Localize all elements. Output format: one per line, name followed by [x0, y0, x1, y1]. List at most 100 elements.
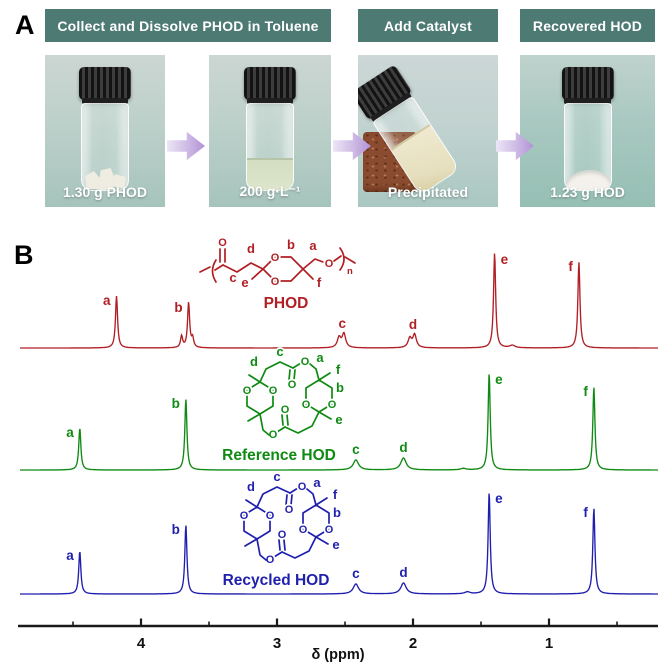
peak-label-d: d	[399, 440, 407, 455]
atom-O: O	[269, 385, 278, 397]
atom-O: O	[271, 276, 280, 288]
vial	[73, 67, 137, 191]
assignment-c: c	[229, 270, 236, 285]
assignment-b: b	[333, 505, 341, 520]
atom-O: O	[302, 399, 311, 411]
polymer-chunk	[85, 171, 101, 189]
nmr-traces	[20, 253, 658, 595]
atom-O: O	[240, 510, 249, 522]
assignment-e: e	[241, 275, 248, 290]
peak-label-d: d	[409, 317, 417, 332]
peak-label-a: a	[66, 425, 74, 440]
photo-recovered-hod: 1.23 g HOD	[520, 55, 655, 207]
polymer-chunk	[98, 168, 116, 190]
assignment-d: d	[247, 479, 255, 494]
photo-phod-pieces: 1.30 g PHOD	[45, 55, 165, 207]
atom-O: O	[278, 529, 287, 541]
peak-label-c: c	[339, 316, 347, 331]
recycled-hod-structure: O O O O O O O O d c a f b e Recycled HO	[221, 467, 343, 591]
photo-caption: Precipitated	[387, 184, 469, 200]
atom-O: O	[298, 481, 307, 493]
photo-caption: 1.23 g HOD	[550, 184, 625, 200]
vial-cap	[79, 67, 131, 104]
assignment-b: b	[336, 380, 344, 395]
assignment-b: b	[287, 237, 295, 252]
atom-O: O	[285, 504, 294, 516]
atom-O: O	[243, 385, 252, 397]
step-header-dissolve: Collect and Dissolve PHOD in Toluene	[45, 9, 331, 42]
atom-O: O	[325, 258, 334, 270]
atom-O: O	[328, 399, 337, 411]
photo-precipitated: Precipitated	[358, 55, 498, 207]
peak-label-e: e	[501, 252, 509, 267]
atom-O: O	[288, 379, 297, 391]
peak-label-f: f	[568, 259, 573, 274]
assignment-f: f	[333, 487, 338, 502]
photo-toluene-solution: 200 g·L⁻¹	[209, 55, 331, 207]
polymer-chunk	[112, 174, 126, 189]
tick-label: 1	[545, 635, 553, 652]
assignment-d: d	[250, 354, 258, 369]
vial-cap	[244, 67, 296, 104]
tick-label: 2	[409, 635, 417, 652]
assignment-a: a	[313, 475, 321, 490]
atom-O: O	[218, 237, 227, 249]
subscript-n: n	[347, 266, 353, 277]
assignment-a: a	[316, 350, 324, 365]
assignment-f: f	[336, 362, 341, 377]
peak-label-a: a	[103, 293, 111, 308]
photo-caption: 200 g·L⁻¹	[239, 183, 301, 199]
atom-O: O	[271, 252, 280, 264]
assignment-e: e	[335, 412, 342, 427]
peak-label-c: c	[352, 566, 360, 581]
structure-caption: PHOD	[264, 295, 309, 312]
atom-O: O	[266, 554, 275, 566]
peak-label-a: a	[66, 548, 74, 563]
panel-a-label: A	[15, 10, 35, 40]
assignment-d: d	[247, 241, 255, 256]
atom-O: O	[299, 524, 308, 536]
atom-O: O	[269, 429, 278, 441]
nmr-trace-phod	[20, 253, 658, 349]
assignment-e: e	[332, 537, 339, 552]
photo-caption: 1.30 g PHOD	[62, 184, 148, 200]
structure-caption: Reference HOD	[222, 447, 336, 464]
peak-label-f: f	[583, 505, 588, 520]
tick-label: 4	[137, 635, 146, 652]
assignment-f: f	[317, 275, 322, 290]
panel-b-label: B	[14, 240, 34, 270]
step-header-catalyst: Add Catalyst	[358, 9, 498, 42]
peak-label-c: c	[352, 442, 360, 457]
peak-label-e: e	[495, 491, 503, 506]
vial-cap	[561, 67, 614, 104]
solution-liquid	[247, 158, 293, 190]
hod-powder	[564, 170, 611, 190]
assignment-c: c	[273, 469, 280, 484]
vial	[238, 67, 302, 191]
x-axis-title: δ (ppm)	[311, 647, 364, 662]
phod-structure: O O O O n d c e b a f PHOD	[199, 235, 356, 314]
peak-label-b: b	[174, 300, 182, 315]
x-axis: 4 3 2 1 δ (ppm)	[18, 618, 658, 662]
atom-O: O	[266, 510, 275, 522]
assignment-a: a	[309, 238, 317, 253]
vial	[556, 67, 620, 191]
peak-label-b: b	[172, 396, 180, 411]
peak-label-f: f	[583, 384, 588, 399]
tick-label: 3	[273, 635, 281, 652]
atom-O: O	[281, 404, 290, 416]
vial-body	[563, 103, 612, 191]
nmr-trace-recycled-hod	[20, 493, 658, 595]
reference-hod-structure: O O O O O O O O d c a f b e Reference H	[220, 342, 346, 466]
peak-label-b: b	[172, 522, 180, 537]
atom-O: O	[325, 524, 334, 536]
step-header-recovered: Recovered HOD	[520, 9, 655, 42]
peak-label-d: d	[399, 565, 407, 580]
peak-label-e: e	[495, 372, 503, 387]
structure-caption: Recycled HOD	[223, 572, 330, 589]
vial-body	[81, 103, 129, 191]
atom-O: O	[301, 356, 310, 368]
